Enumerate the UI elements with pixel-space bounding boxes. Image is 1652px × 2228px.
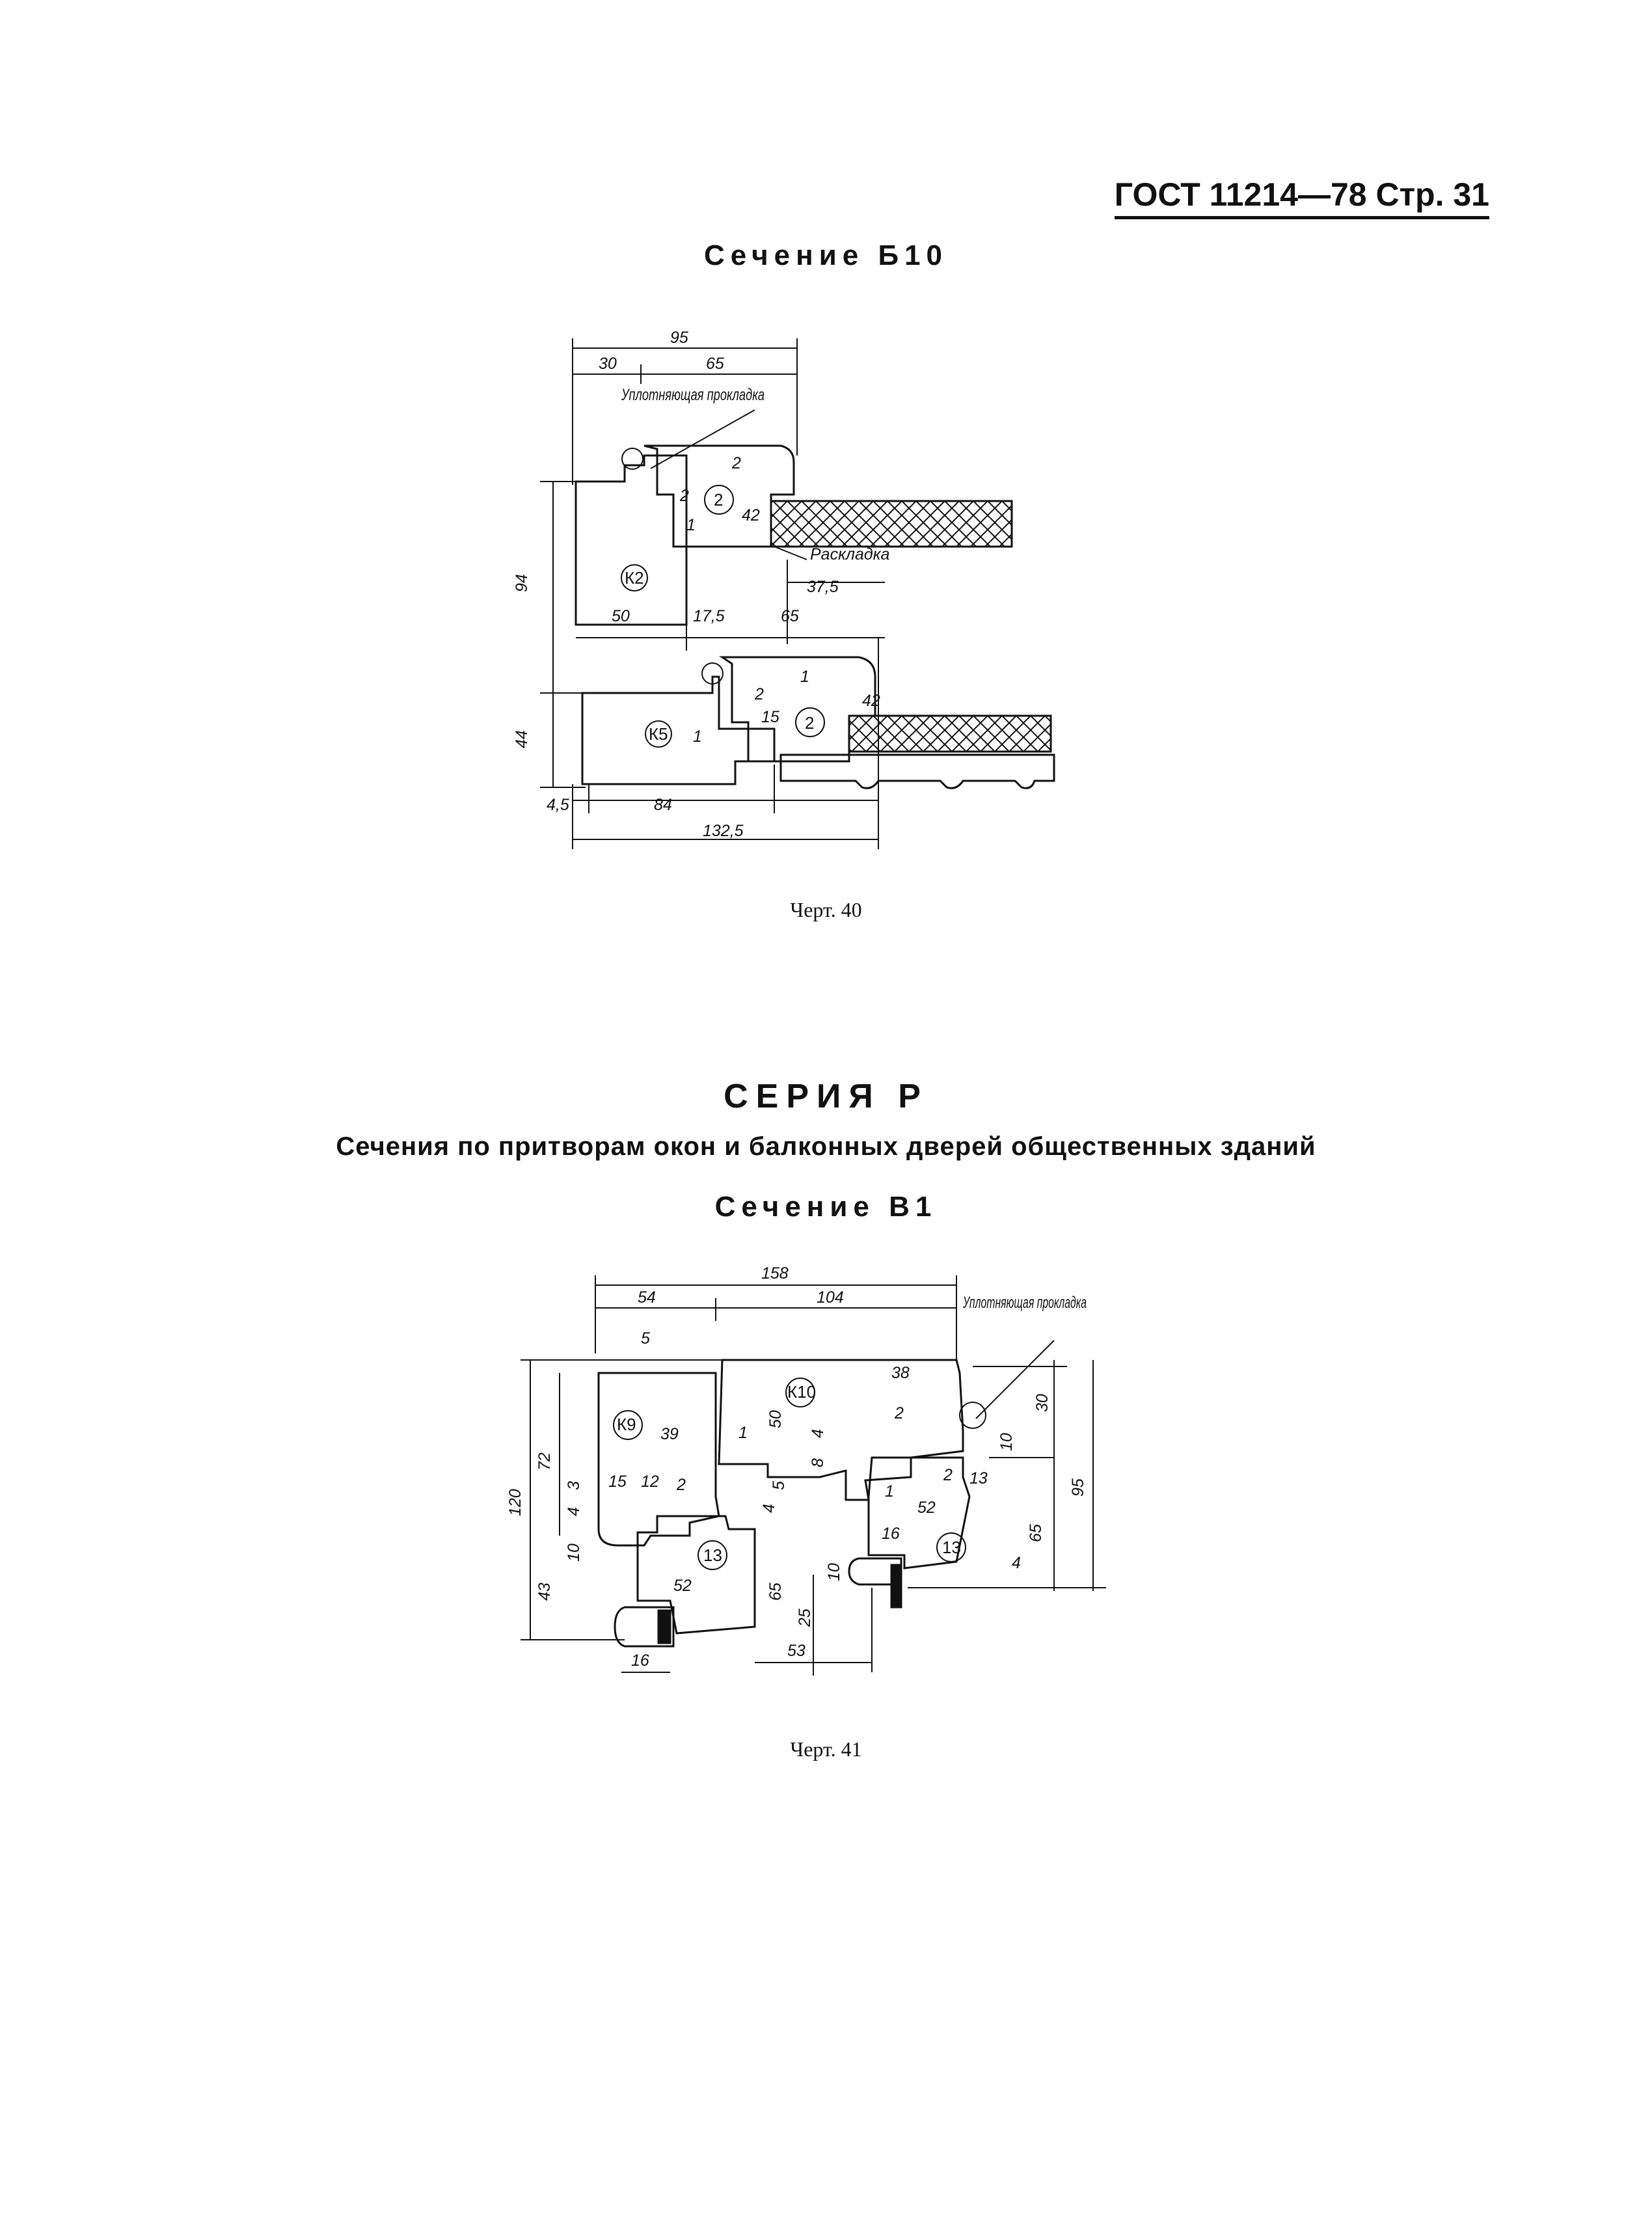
dim-42a: 42 <box>742 506 760 524</box>
seal-icon <box>621 448 643 470</box>
dim-13: 13 <box>969 1469 988 1488</box>
dim-3: 3 <box>565 1481 583 1490</box>
mark-2a: 2 <box>714 490 723 509</box>
profile-k10 <box>718 1359 964 1501</box>
dim-2a: 2 <box>731 454 741 472</box>
dim-30: 30 <box>1033 1394 1051 1412</box>
dim-4-5: 4,5 <box>547 796 569 814</box>
caption-41: Черт. 41 <box>790 1737 862 1761</box>
dim-1: 1 <box>738 1424 748 1442</box>
section-v1-title: Сечение В1 <box>714 1191 938 1223</box>
dim-94: 94 <box>513 574 531 592</box>
seal-icon <box>701 662 724 685</box>
dim-95: 95 <box>1069 1478 1087 1497</box>
caption-40: Черт. 40 <box>790 898 862 921</box>
glazing-upper <box>770 500 1013 548</box>
mark-k9: К9 <box>617 1415 636 1434</box>
dim-8: 8 <box>809 1458 827 1467</box>
mark-k2: К2 <box>625 568 644 588</box>
dim-52b: 52 <box>673 1577 692 1595</box>
dim-42b: 42 <box>862 692 880 710</box>
dim-4d: 4 <box>1012 1554 1021 1572</box>
sash-lower <box>719 656 876 763</box>
profile-k9 <box>597 1372 720 1547</box>
profile-k2 <box>575 454 688 626</box>
page-header: ГОСТ 11214—78 Стр. 31 <box>1114 176 1489 219</box>
sash-13-left <box>636 1515 756 1635</box>
dim-2a: 2 <box>894 1404 904 1422</box>
dim-50: 50 <box>612 607 630 625</box>
dim-104: 104 <box>817 1288 844 1307</box>
dim-65b: 65 <box>766 1583 785 1601</box>
section-b10-title: Сечение Б10 <box>703 239 949 271</box>
dim-10a: 10 <box>997 1433 1016 1451</box>
mark-13a: 13 <box>703 1545 722 1565</box>
dim-1c: 1 <box>693 727 702 746</box>
dim-17-5: 17,5 <box>693 607 725 625</box>
dim-72: 72 <box>535 1452 554 1471</box>
note-seal: Уплотняющая прокладка <box>621 386 765 404</box>
note-spacer: Раскладка <box>810 545 890 564</box>
dim-52a: 52 <box>917 1499 936 1517</box>
seal-icon <box>959 1402 986 1429</box>
profile-k5 <box>581 675 776 785</box>
dim-16b: 16 <box>631 1651 649 1670</box>
dim-25: 25 <box>796 1609 814 1627</box>
dim-158: 158 <box>761 1264 789 1283</box>
dim-4: 4 <box>809 1429 827 1438</box>
bead-left <box>614 1606 675 1648</box>
dim-2b: 2 <box>679 487 689 505</box>
dim-2c: 2 <box>754 685 764 703</box>
dim-37-5: 37,5 <box>807 578 839 596</box>
sash-13-right <box>867 1456 971 1569</box>
dim-120: 120 <box>506 1489 524 1516</box>
dim-84: 84 <box>654 796 672 814</box>
dim-5: 5 <box>641 1329 650 1348</box>
interlock-strip <box>779 754 1055 789</box>
dim-2b: 2 <box>676 1476 686 1494</box>
dim-54: 54 <box>638 1288 656 1307</box>
bead-right <box>848 1557 902 1586</box>
mark-2b: 2 <box>805 713 814 733</box>
mark-k5: К5 <box>649 724 668 744</box>
dim-16a: 16 <box>882 1525 900 1543</box>
dim-65: 65 <box>781 607 799 625</box>
mark-13b: 13 <box>942 1538 961 1557</box>
dim-1b: 1 <box>800 668 809 686</box>
sash-upper <box>643 444 795 548</box>
mark-k10: К10 <box>787 1382 816 1402</box>
note-seal-2: Уплотняющая прокладка <box>962 1294 1087 1312</box>
dim-50: 50 <box>766 1410 785 1428</box>
series-subtitle: Сечения по притворам окон и балконных дв… <box>336 1132 1316 1161</box>
dim-top-total: 95 <box>670 329 688 347</box>
dim-2c: 2 <box>943 1466 953 1484</box>
dim-top-left: 30 <box>599 355 617 373</box>
dim-10c: 10 <box>825 1563 843 1581</box>
glazing-lower <box>848 714 1052 753</box>
dim-132-5: 132,5 <box>703 822 744 840</box>
dim-38: 38 <box>891 1364 910 1382</box>
dim-39: 39 <box>660 1425 679 1443</box>
dim-10b: 10 <box>565 1543 583 1562</box>
dim-43: 43 <box>535 1583 554 1601</box>
dim-4c: 4 <box>760 1504 778 1513</box>
dim-53: 53 <box>787 1642 806 1660</box>
dim-44: 44 <box>513 730 531 748</box>
dim-15: 15 <box>761 708 779 726</box>
dim-5b: 5 <box>770 1481 788 1490</box>
series-title: СЕРИЯ Р <box>724 1078 928 1115</box>
dim-65a: 65 <box>1027 1524 1045 1542</box>
dim-1a: 1 <box>686 516 696 534</box>
dim-4b: 4 <box>565 1507 583 1516</box>
dim-1b: 1 <box>885 1482 894 1501</box>
dim-15: 15 <box>608 1473 627 1491</box>
dim-top-right: 65 <box>706 355 724 373</box>
dim-12: 12 <box>641 1473 659 1491</box>
drawing-40: 95 30 65 Уплотняющая прокладка Раскладка… <box>513 329 1055 849</box>
